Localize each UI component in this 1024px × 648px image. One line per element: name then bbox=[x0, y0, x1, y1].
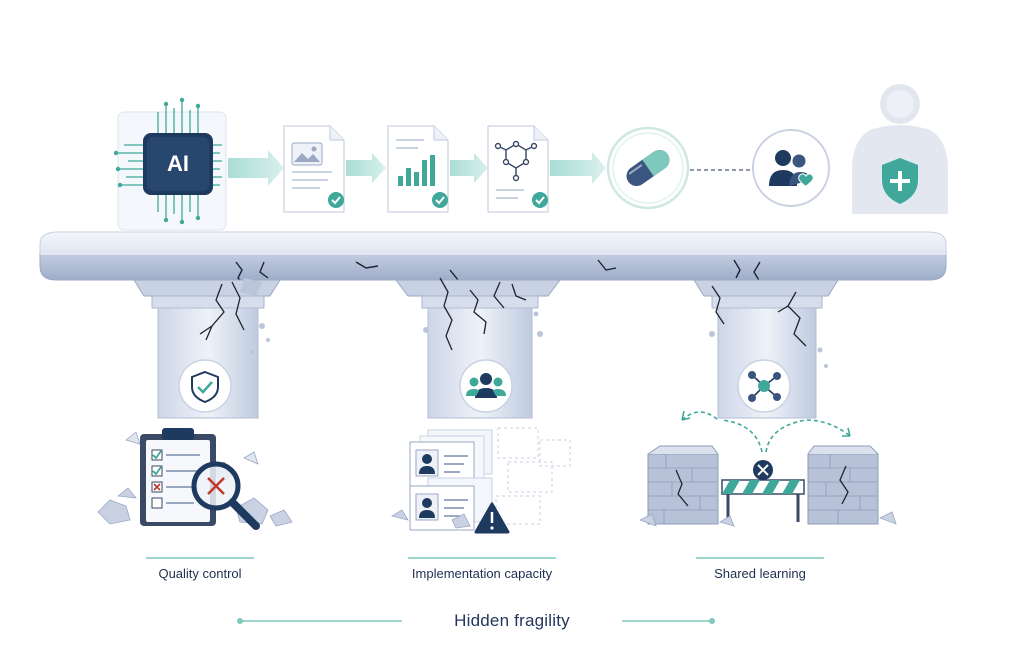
person-shield-icon bbox=[852, 84, 948, 214]
network-nodes-icon bbox=[737, 359, 791, 413]
people-group-icon bbox=[459, 359, 513, 413]
flow-arrow-3 bbox=[450, 153, 488, 183]
warning-triangle-icon bbox=[474, 502, 510, 534]
capsule-icon bbox=[596, 116, 700, 220]
ai-chip-label: AI bbox=[167, 151, 189, 176]
diagram-title: Hidden fragility bbox=[454, 611, 570, 630]
pillar-label-quality-control: Quality control bbox=[158, 566, 242, 581]
title-rule bbox=[237, 618, 715, 624]
ai-chip-icon bbox=[113, 97, 227, 231]
broken-wall-barrier-icon bbox=[639, 410, 897, 527]
shield-check-icon bbox=[178, 359, 232, 413]
pillar-label-shared-learning: Shared learning bbox=[714, 566, 806, 581]
image-document-icon bbox=[283, 125, 345, 213]
pillar-label-implementation-capacity: Implementation capacity bbox=[411, 566, 553, 581]
rubble-2 bbox=[390, 509, 471, 529]
magnifier-x-icon bbox=[191, 461, 260, 530]
flow-arrow-2 bbox=[346, 153, 386, 183]
rubble-1 bbox=[97, 431, 293, 527]
people-heart-icon bbox=[752, 129, 830, 207]
flow-arrow-4 bbox=[550, 152, 606, 184]
platform-slab bbox=[39, 231, 947, 281]
clipboard-checklist-icon bbox=[140, 428, 216, 526]
flow-arrow-1 bbox=[228, 150, 284, 186]
molecule-document-icon bbox=[487, 125, 549, 213]
chart-document-icon bbox=[387, 125, 449, 213]
